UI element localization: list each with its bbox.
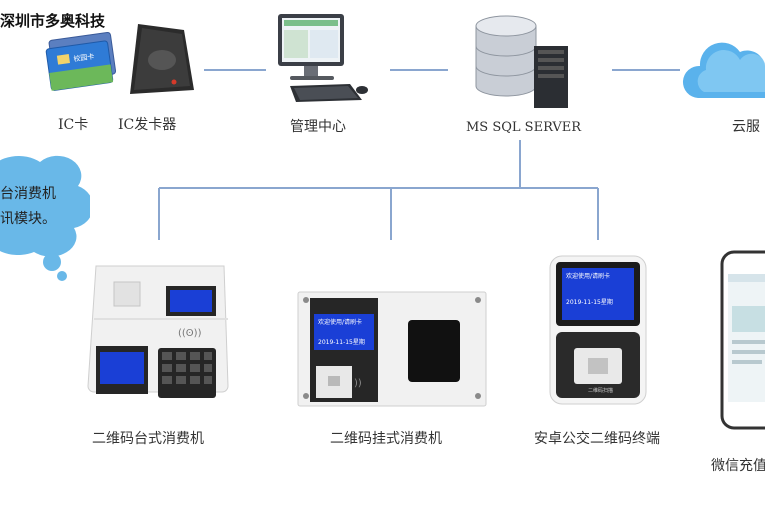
database-server-icon xyxy=(475,15,568,108)
bus-terminal-footer: 二维码扫描 xyxy=(588,387,613,394)
company-name: 深圳市多奥科技 xyxy=(0,12,106,30)
cloud-label: 云服 xyxy=(732,119,760,135)
wall-terminal-icon: 欢迎使用/请刷卡 2019-11-15星期 )) xyxy=(297,291,487,407)
card-issuer-label: IC发卡器 xyxy=(118,117,177,133)
wechat-label: 微信充值 xyxy=(711,458,765,474)
card-issuer-icon xyxy=(130,24,194,94)
speech-bubble xyxy=(0,155,90,281)
desktop-terminal-label: 二维码台式消费机 xyxy=(92,431,204,447)
management-label: 管理中心 xyxy=(290,119,346,135)
ic-card-icon: 校园卡 xyxy=(45,31,117,91)
ic-card-face-text: 校园卡 xyxy=(73,52,95,64)
bubble-line-2: 讯模块。 xyxy=(0,211,56,227)
bus-terminal-icon: 欢迎使用/请刷卡 2019-11-15星期 二维码扫描 xyxy=(549,255,647,405)
desktop-terminal-icon: ((ʘ)) xyxy=(87,265,229,398)
svg-text:((ʘ)): ((ʘ)) xyxy=(178,328,202,339)
wall-screen-line-1: 欢迎使用/请刷卡 xyxy=(318,318,362,326)
svg-text:)): )) xyxy=(354,378,362,389)
cloud-icon xyxy=(682,42,765,98)
computer-icon xyxy=(278,14,368,102)
bus-terminal-label: 安卓公交二维码终端 xyxy=(534,431,660,447)
bubble-line-1: 台消费机 xyxy=(0,186,56,202)
phone-icon xyxy=(720,250,765,430)
wall-screen-line-3: 2019-11-15星期 xyxy=(318,338,365,346)
ic-card-label: IC卡 xyxy=(58,117,89,133)
wall-terminal-label: 二维码挂式消费机 xyxy=(330,431,442,447)
bus-screen-line-1: 欢迎使用/请刷卡 xyxy=(566,272,610,280)
database-label: MS SQL SERVER xyxy=(466,120,582,135)
bus-screen-line-3: 2019-11-15星期 xyxy=(566,298,613,306)
